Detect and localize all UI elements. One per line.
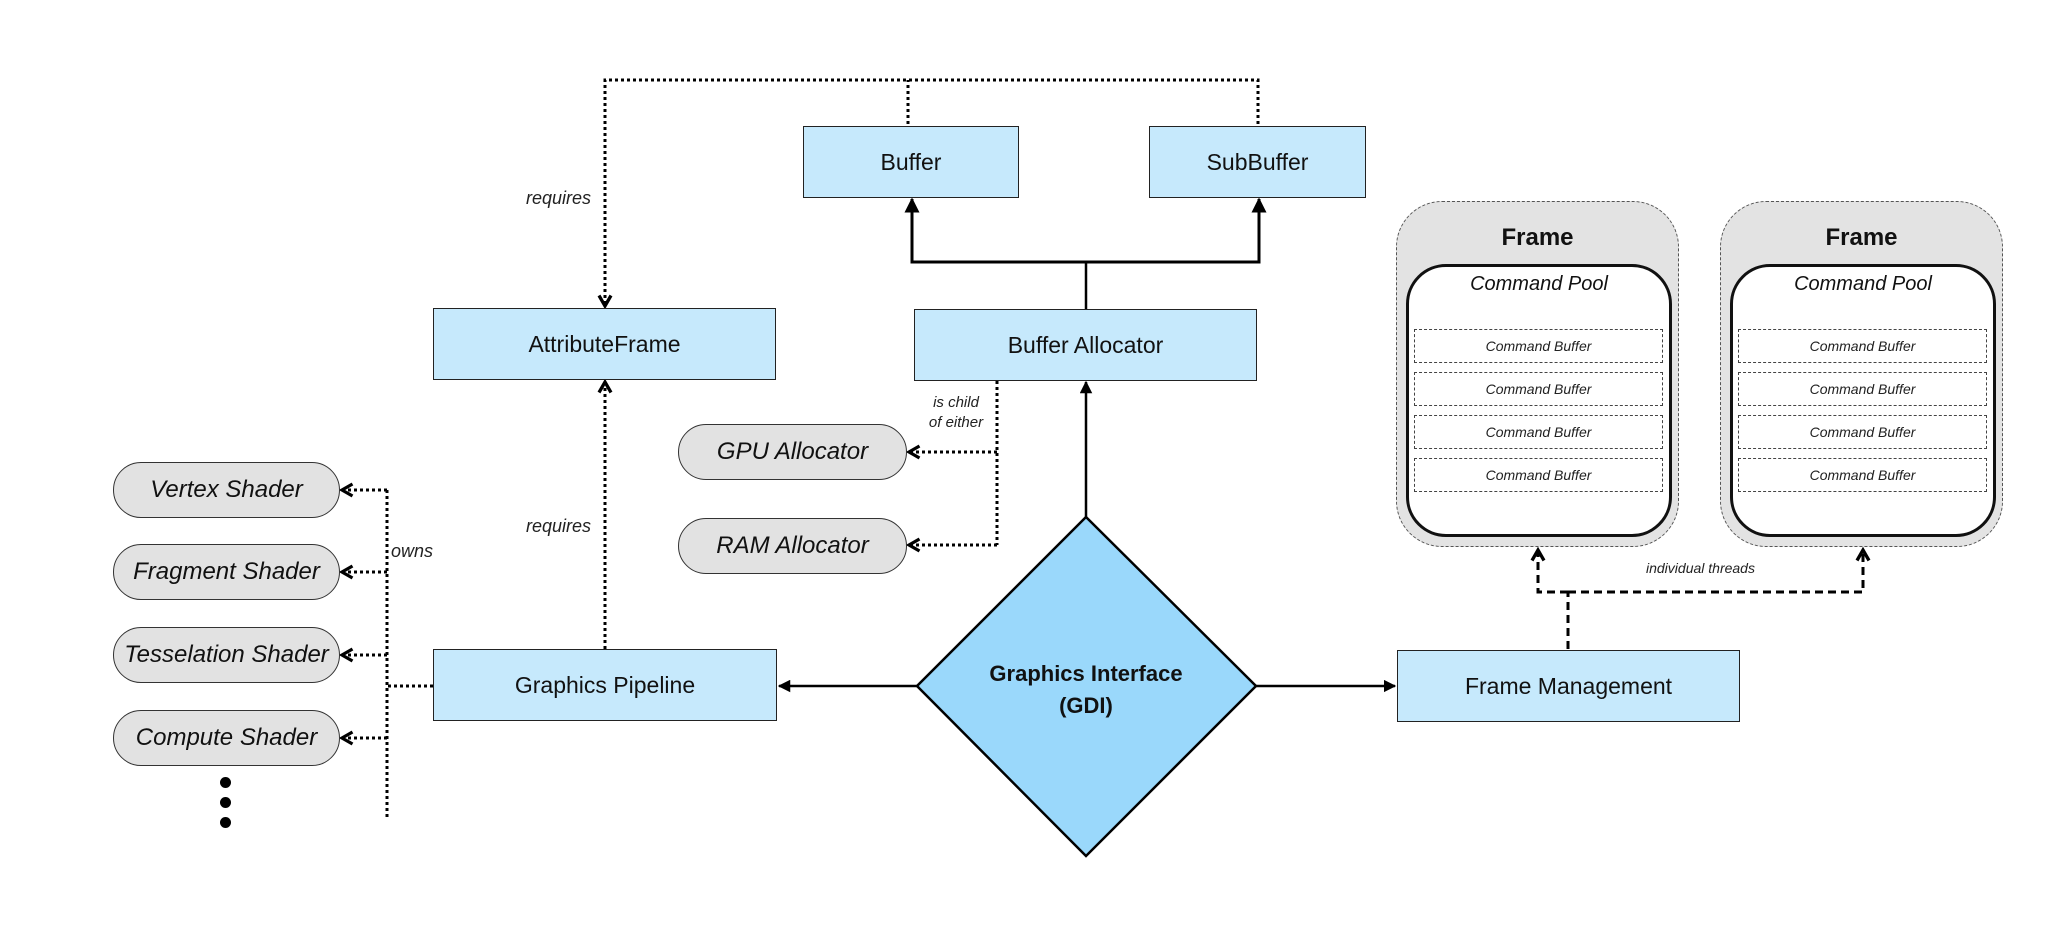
ram-allocator-pill[interactable]: RAM Allocator — [678, 518, 907, 574]
frame-title: Frame — [1501, 224, 1574, 251]
gdi-label-line2: (GDI) — [1059, 693, 1113, 718]
tesselation-shader-pill[interactable]: Tesselation Shader — [113, 627, 340, 683]
command-pool[interactable]: Command Pool Command Buffer Command Buff… — [1406, 264, 1672, 537]
command-pool-title: Command Pool — [1794, 273, 1932, 295]
vertex-shader-pill[interactable]: Vertex Shader — [113, 462, 340, 518]
ellipsis-dot — [220, 777, 231, 788]
compute-shader-pill[interactable]: Compute Shader — [113, 710, 340, 766]
dashed-to-frame-2 — [1568, 550, 1863, 594]
command-buffer[interactable]: Command Buffer — [1738, 329, 1987, 363]
frame-title: Frame — [1825, 224, 1898, 251]
ellipsis-dot — [220, 797, 231, 808]
fragment-shader-pill[interactable]: Fragment Shader — [113, 544, 340, 600]
frame-container-1[interactable]: Frame Command Pool Command Buffer Comman… — [1396, 201, 1679, 547]
graphics-pipeline-box[interactable]: Graphics Pipeline — [433, 649, 777, 721]
owns-label: owns — [391, 541, 434, 561]
frame-container-2[interactable]: Frame Command Pool Command Buffer Comman… — [1720, 201, 2003, 547]
command-buffer[interactable]: Command Buffer — [1414, 415, 1663, 449]
command-buffer[interactable]: Command Buffer — [1414, 458, 1663, 492]
dashed-to-frame-1 — [1538, 550, 1568, 594]
gdi-label-line1: Graphics Interface — [989, 661, 1183, 686]
gpu-allocator-pill[interactable]: GPU Allocator — [678, 424, 907, 480]
attribute-frame-box[interactable]: AttributeFrame — [433, 308, 776, 380]
ellipsis-dot — [220, 817, 231, 828]
command-pool-title: Command Pool — [1470, 273, 1608, 295]
command-buffer[interactable]: Command Buffer — [1414, 329, 1663, 363]
requires-label-top: requires — [526, 188, 592, 208]
buffer-box[interactable]: Buffer — [803, 126, 1019, 198]
is-child-label-line1: is child — [933, 394, 979, 411]
command-buffer[interactable]: Command Buffer — [1738, 458, 1987, 492]
frame-management-box[interactable]: Frame Management — [1397, 650, 1740, 722]
command-buffer[interactable]: Command Buffer — [1738, 372, 1987, 406]
dotted-requires-top — [605, 78, 1260, 306]
gdi-diamond[interactable] — [915, 515, 1258, 858]
buffer-allocator-box[interactable]: Buffer Allocator — [914, 309, 1257, 381]
individual-threads-label: individual threads — [1646, 560, 1755, 576]
gdi-label: Graphics Interface (GDI) — [956, 658, 1216, 722]
command-buffer[interactable]: Command Buffer — [1414, 372, 1663, 406]
is-child-label: is child of either — [918, 393, 994, 433]
subbuffer-box[interactable]: SubBuffer — [1149, 126, 1366, 198]
arrow-allocator-to-subbuffer — [1086, 197, 1267, 264]
requires-label-bottom: requires — [526, 516, 592, 536]
is-child-label-line2: of either — [928, 414, 984, 431]
arrow-allocator-to-buffer — [904, 197, 1086, 264]
command-pool[interactable]: Command Pool Command Buffer Command Buff… — [1730, 264, 1996, 537]
command-buffer[interactable]: Command Buffer — [1738, 415, 1987, 449]
